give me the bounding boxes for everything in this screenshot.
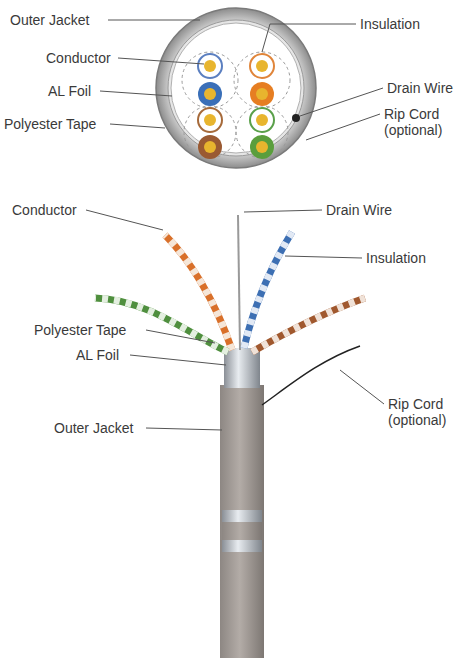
leader-lines	[86, 20, 384, 430]
part-label: AL Foil	[76, 347, 119, 363]
part-label: Polyester Tape	[34, 322, 126, 338]
part-label: Outer Jacket	[54, 420, 133, 436]
part-label: Conductor	[12, 202, 77, 218]
part-label: AL Foil	[48, 83, 91, 99]
part-label: Conductor	[46, 50, 111, 66]
part-label: Rip Cord (optional)	[388, 396, 468, 428]
cross-section	[156, 8, 316, 168]
part-label: Drain Wire	[326, 202, 392, 218]
cable-side-view	[95, 215, 365, 658]
part-label: Drain Wire	[387, 80, 453, 96]
part-label: Insulation	[366, 250, 426, 266]
part-label: Outer Jacket	[10, 12, 89, 28]
part-label: Insulation	[360, 16, 420, 32]
part-label: Rip Cord (optional)	[384, 106, 464, 138]
part-label: Polyester Tape	[4, 116, 96, 132]
